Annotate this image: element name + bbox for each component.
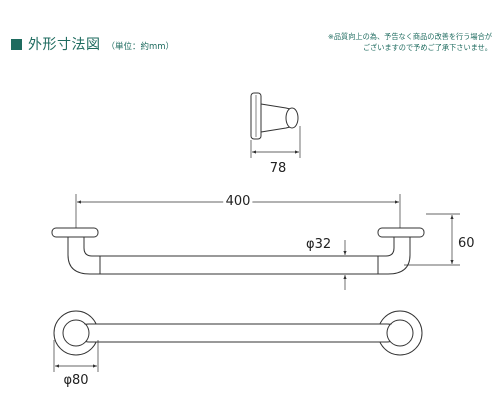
disclaimer-line-1: ※品質向上の為、予告なく商品の改善を行う場合が	[327, 32, 492, 41]
right-mount-plate	[377, 227, 425, 238]
side-view	[250, 92, 299, 140]
page-title: 外形寸法図	[28, 37, 101, 53]
disclaimer-line-2: ございますので予めご了承下さいませ。	[362, 43, 492, 52]
base-diameter-label: φ80	[63, 373, 88, 388]
base-diameter-dimension	[53, 340, 99, 372]
projection-dimension	[250, 126, 301, 158]
side-pipe-end	[285, 107, 299, 129]
height-dimension	[404, 213, 460, 266]
top-view	[53, 310, 423, 356]
height-label: 60	[458, 236, 475, 251]
left-mount-plate	[51, 227, 99, 238]
length-label: 400	[226, 194, 251, 209]
right-elbow	[377, 236, 411, 275]
left-base-inner	[62, 319, 90, 347]
front-view	[51, 227, 425, 275]
section-marker	[11, 39, 22, 50]
right-base-inner	[386, 319, 414, 347]
disclaimer-note: ※品質向上の為、予告なく商品の改善を行う場合が ございますので予めご了承下さいま…	[282, 31, 492, 53]
main-bar	[99, 255, 379, 275]
left-elbow	[67, 236, 101, 275]
pipe-diameter-label: φ32	[306, 237, 331, 252]
section-header: 外形寸法図 （単位：約mm）	[11, 34, 174, 54]
top-bar	[79, 323, 397, 343]
unit-label: （単位：約mm）	[106, 42, 175, 52]
projection-label: 78	[270, 161, 287, 176]
length-dimension	[75, 194, 401, 228]
